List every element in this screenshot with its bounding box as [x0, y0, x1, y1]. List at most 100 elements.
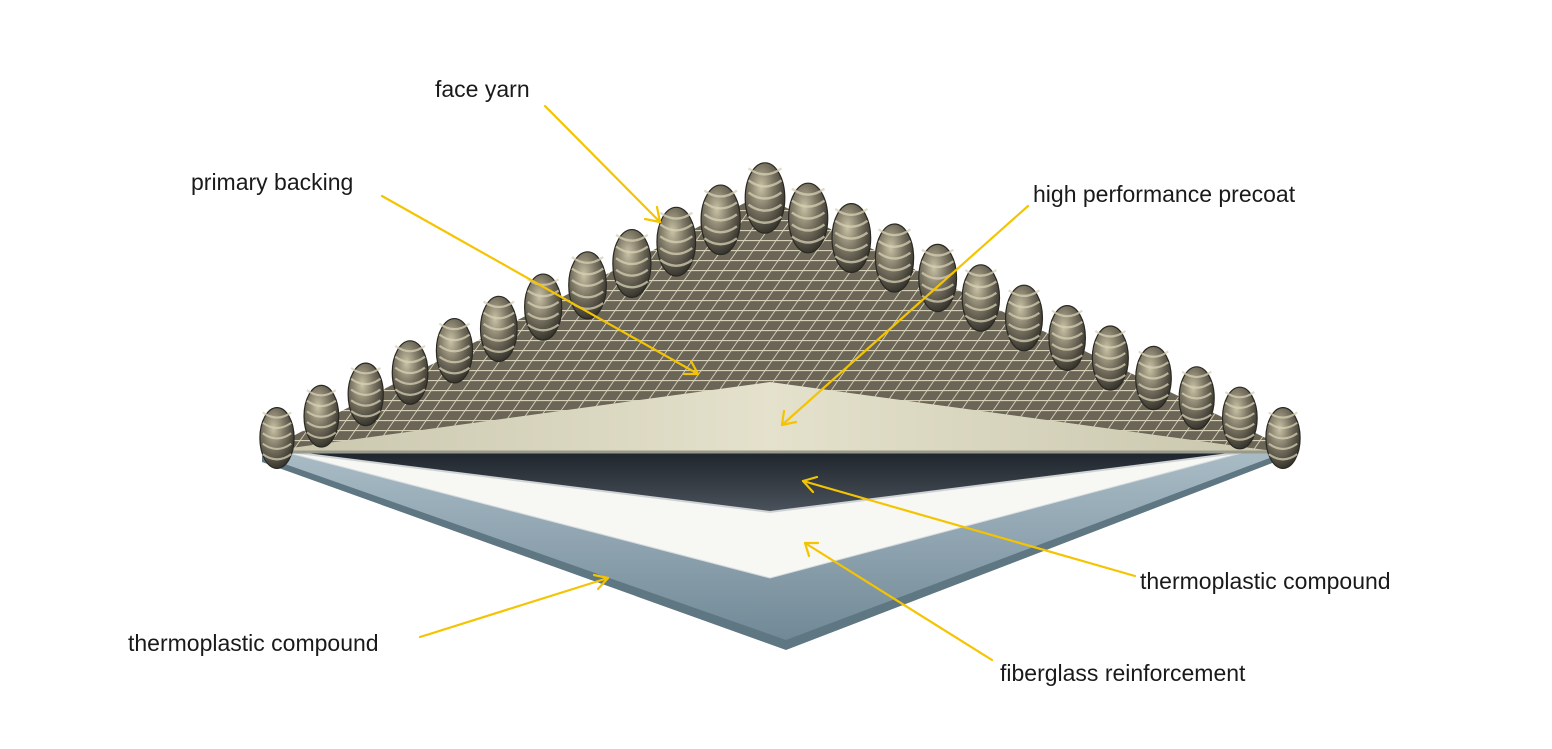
- leader-line-fiberglass: [803, 541, 994, 662]
- face-yarn-loops: [259, 162, 1301, 470]
- yarn-twist: [747, 167, 783, 176]
- primary-backing-grid: [262, 195, 1295, 452]
- yarn-twist: [703, 189, 738, 198]
- leader-lines: [380, 104, 1137, 662]
- yarn-twist: [527, 289, 560, 298]
- yarn-twist: [1051, 343, 1084, 351]
- yarn-twist: [1268, 411, 1298, 419]
- arrowhead-thermoplastic-right: [801, 475, 819, 494]
- yarn-twist: [1181, 381, 1212, 389]
- yarn-twist: [659, 235, 694, 244]
- leader-arrowheads: [592, 205, 820, 591]
- arrowhead-primary-backing: [682, 359, 700, 376]
- yarn-twist: [747, 215, 783, 224]
- yarn-twist: [438, 366, 471, 375]
- yarn-twist: [877, 228, 912, 237]
- yarn-twist: [1094, 363, 1126, 371]
- arrowhead-thermoplastic-left: [592, 573, 610, 591]
- yarn-twist: [703, 201, 738, 210]
- yarn-twist: [1224, 422, 1255, 431]
- yarn-twist: [1181, 392, 1212, 400]
- yarn-twist: [482, 334, 515, 342]
- yarn-twist: [877, 251, 912, 260]
- yarn-twist: [834, 243, 869, 252]
- yarn-twist: [747, 191, 783, 200]
- label-high-performance-precoat: high performance precoat: [1033, 181, 1296, 207]
- yarn-twist: [262, 442, 292, 450]
- yarn-twist: [482, 322, 515, 331]
- yarn-twist: [921, 248, 955, 257]
- yarn-twist: [791, 199, 826, 208]
- yarn-twist: [1094, 330, 1126, 338]
- yarn-twist: [791, 211, 826, 220]
- yarn-twist: [527, 323, 560, 332]
- yarn-twist: [1007, 311, 1041, 320]
- yarn-twist: [262, 432, 292, 440]
- yarn-twist: [306, 431, 337, 439]
- yarn-twist: [834, 231, 869, 240]
- yarn-twist: [350, 377, 382, 386]
- yarn-twist: [964, 291, 998, 300]
- yarn-twist: [1007, 323, 1041, 331]
- arrowhead-precoat: [780, 409, 798, 427]
- yarn-twist: [791, 235, 826, 244]
- yarn-twist: [438, 333, 471, 342]
- arrowhead-face-yarn: [643, 205, 662, 224]
- yarn-twist: [964, 303, 998, 312]
- yarn-twist: [964, 269, 998, 277]
- yarn-twist: [615, 280, 649, 289]
- yarn-twist: [527, 312, 560, 321]
- yarn-twist: [350, 410, 382, 418]
- yarn-twist: [1268, 442, 1298, 450]
- yarn-twist: [703, 225, 738, 234]
- yarn-twist: [482, 300, 515, 309]
- yarn-twist: [1051, 320, 1084, 329]
- yarn-twist: [1268, 432, 1298, 440]
- yarn-twist: [791, 223, 826, 232]
- yarn-twist: [834, 208, 869, 217]
- yarn-twist: [1138, 393, 1169, 402]
- yarn-twist: [703, 213, 738, 222]
- arrowhead-fiberglass: [803, 541, 820, 558]
- yarn-twist: [659, 223, 694, 232]
- yarn-twist: [659, 211, 694, 220]
- yarn-twist: [350, 367, 382, 375]
- yarn-twist: [1138, 350, 1169, 358]
- yarn-twist: [659, 247, 694, 256]
- yarn-twist: [1181, 413, 1212, 422]
- leader-line-thermoplastic-left: [418, 576, 610, 639]
- yarn-twist: [482, 311, 515, 320]
- yarn-twist: [615, 233, 649, 242]
- yarn-twist: [262, 411, 292, 419]
- label-primary-backing: primary backing: [191, 169, 354, 195]
- yarn-twist: [1181, 370, 1212, 379]
- yarn-twist: [438, 344, 471, 353]
- yarn-twist: [571, 290, 604, 299]
- yarn-twist: [1138, 372, 1169, 380]
- yarn-twist: [703, 237, 738, 246]
- yarn-twist: [1007, 334, 1041, 343]
- yarn-twist: [1224, 401, 1255, 409]
- yarn-twist: [394, 388, 426, 396]
- yarn-twist: [1224, 412, 1255, 420]
- yarn-twist: [1007, 289, 1041, 298]
- yarn-twist: [1138, 361, 1169, 369]
- yarn-twist: [350, 388, 382, 396]
- leader-line-thermoplastic-right: [801, 479, 1137, 578]
- yarn-twist: [438, 355, 471, 364]
- yarn-twist: [615, 268, 649, 277]
- yarn-twist: [394, 366, 426, 375]
- yarn-twist: [1007, 300, 1041, 309]
- yarn-twist: [1268, 421, 1298, 430]
- yarn-twist: [262, 421, 292, 430]
- yarn-twist: [1181, 402, 1212, 411]
- yarn-twist: [262, 453, 292, 461]
- yarn-twist: [834, 219, 869, 228]
- yarn-twist: [571, 267, 604, 276]
- label-fiberglass-reinforcement: fiberglass reinforcement: [1000, 660, 1246, 686]
- yarn-twist: [1094, 374, 1126, 382]
- yarn-twist: [834, 255, 869, 264]
- yarn-twist: [659, 258, 694, 267]
- yarn-twist: [1138, 383, 1169, 391]
